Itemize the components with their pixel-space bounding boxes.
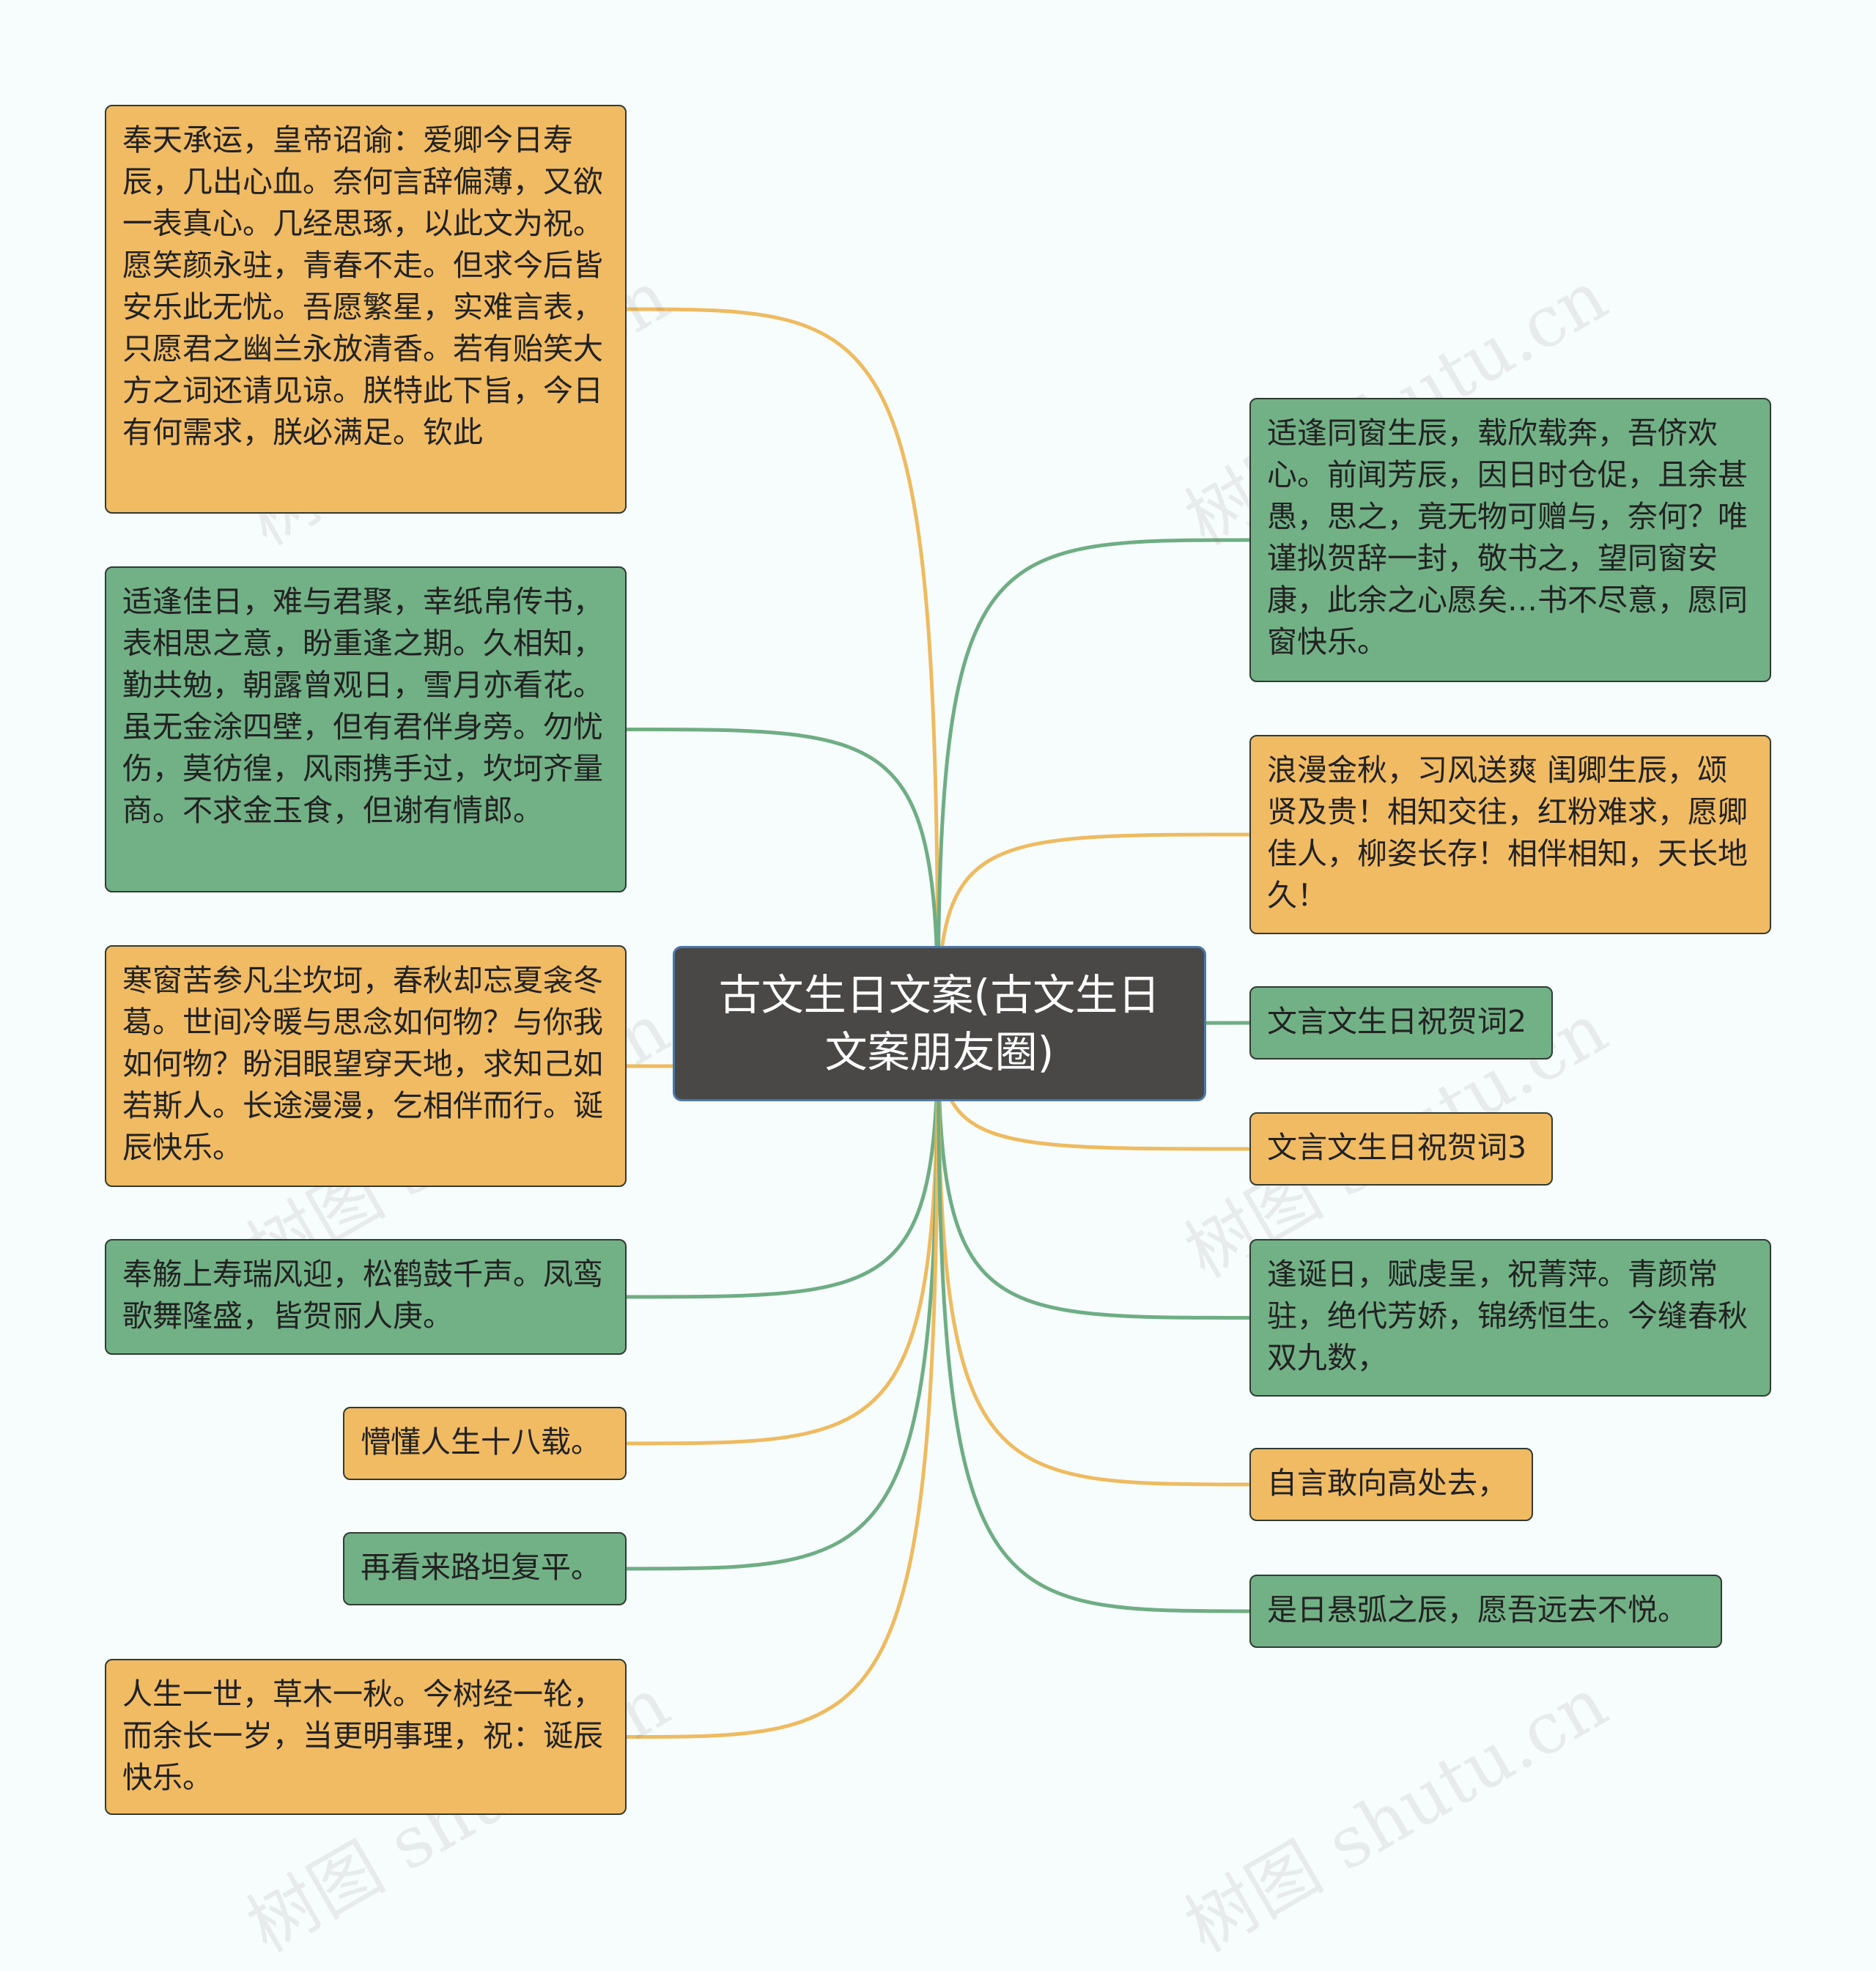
node-text: 懵懂人生十八载。 bbox=[361, 1424, 601, 1460]
right-node-4[interactable]: 文言文生日祝贺词3 bbox=[1249, 1112, 1553, 1186]
center-topic[interactable]: 古文生日文案(古文生日文案朋友圈) bbox=[673, 946, 1206, 1101]
node-text: 文言文生日祝贺词3 bbox=[1267, 1130, 1527, 1165]
connector-line bbox=[936, 1023, 1250, 1613]
left-node-7[interactable]: 人生一世，草木一秋。今树经一轮，而余长一岁，当更明事理，祝：诞辰快乐。 bbox=[105, 1659, 627, 1815]
connector-line bbox=[626, 1023, 940, 1299]
node-text: 奉天承运，皇帝诏谕：爱卿今日寿辰，几出心血。奈何言辞偏薄，又欲一表真心。几经思琢… bbox=[122, 122, 603, 450]
node-text: 适逢同窗生辰，载欣载奔，吾侪欢心。前闻芳辰，因日时仓促，且余甚愚，思之，竟无物可… bbox=[1267, 415, 1748, 659]
right-node-3[interactable]: 文言文生日祝贺词2 bbox=[1249, 986, 1553, 1060]
node-text: 浪漫金秋，习风送爽 闺卿生辰，颂贤及贵！相知交往，红粉难求，愿卿佳人，柳姿长存！… bbox=[1267, 752, 1748, 913]
connector-line bbox=[626, 728, 940, 1024]
left-node-6[interactable]: 再看来路坦复平。 bbox=[343, 1532, 627, 1605]
left-node-2[interactable]: 适逢佳日，难与君聚，幸纸帛传书，表相思之意，盼重逢之期。久相知，勤共勉，朝露曾观… bbox=[105, 566, 627, 892]
node-text: 逢诞日，赋虔呈，祝菁萍。青颜常驻，绝代芳娇，锦绣恒生。今缝春秋双九数， bbox=[1267, 1257, 1748, 1375]
right-node-1[interactable]: 适逢同窗生辰，载欣载奔，吾侪欢心。前闻芳辰，因日时仓促，且余甚愚，思之，竟无物可… bbox=[1249, 398, 1771, 682]
node-text: 再看来路坦复平。 bbox=[361, 1550, 601, 1585]
right-node-2[interactable]: 浪漫金秋，习风送爽 闺卿生辰，颂贤及贵！相知交往，红粉难求，愿卿佳人，柳姿长存！… bbox=[1249, 735, 1771, 934]
connector-line bbox=[936, 1023, 1250, 1320]
right-node-6[interactable]: 自言敢向高处去， bbox=[1249, 1448, 1533, 1521]
left-node-5[interactable]: 懵懂人生十八载。 bbox=[343, 1407, 627, 1480]
node-text: 文言文生日祝贺词2 bbox=[1267, 1004, 1527, 1039]
connector-line bbox=[936, 538, 1250, 1024]
left-node-1[interactable]: 奉天承运，皇帝诏谕：爱卿今日寿辰，几出心血。奈何言辞偏薄，又欲一表真心。几经思琢… bbox=[105, 105, 627, 514]
right-node-7[interactable]: 是日悬弧之辰，愿吾远去不悦。 bbox=[1249, 1575, 1722, 1648]
node-text: 奉觞上寿瑞风迎，松鹤鼓千声。凤鸾歌舞隆盛，皆贺丽人庚。 bbox=[122, 1257, 603, 1334]
center-topic-label: 古文生日文案(古文生日文案朋友圈) bbox=[718, 970, 1161, 1077]
node-text: 人生一世，草木一秋。今树经一轮，而余长一岁，当更明事理，祝：诞辰快乐。 bbox=[122, 1676, 603, 1795]
node-text: 寒窗苦参凡尘坎坷，春秋却忘夏衾冬葛。世间冷暖与思念如何物？与你我如何物？盼泪眼望… bbox=[122, 963, 603, 1165]
right-node-5[interactable]: 逢诞日，赋虔呈，祝菁萍。青颜常驻，绝代芳娇，锦绣恒生。今缝春秋双九数， bbox=[1249, 1239, 1771, 1397]
node-text: 适逢佳日，难与君聚，幸纸帛传书，表相思之意，盼重逢之期。久相知，勤共勉，朝露曾观… bbox=[122, 584, 603, 828]
left-node-4[interactable]: 奉觞上寿瑞风迎，松鹤鼓千声。凤鸾歌舞隆盛，皆贺丽人庚。 bbox=[105, 1239, 627, 1355]
mind-map-canvas: 树图 shutu.cn 树图 shutu.cn 树图 shutu.cn 树图 s… bbox=[105, 105, 1771, 1968]
node-text: 自言敢向高处去， bbox=[1267, 1465, 1507, 1501]
connector-line bbox=[626, 307, 940, 1024]
node-text: 是日悬弧之辰，愿吾远去不悦。 bbox=[1267, 1592, 1688, 1627]
left-node-3[interactable]: 寒窗苦参凡尘坎坷，春秋却忘夏衾冬葛。世间冷暖与思念如何物？与你我如何物？盼泪眼望… bbox=[105, 945, 627, 1187]
connector-line bbox=[626, 1023, 940, 1739]
